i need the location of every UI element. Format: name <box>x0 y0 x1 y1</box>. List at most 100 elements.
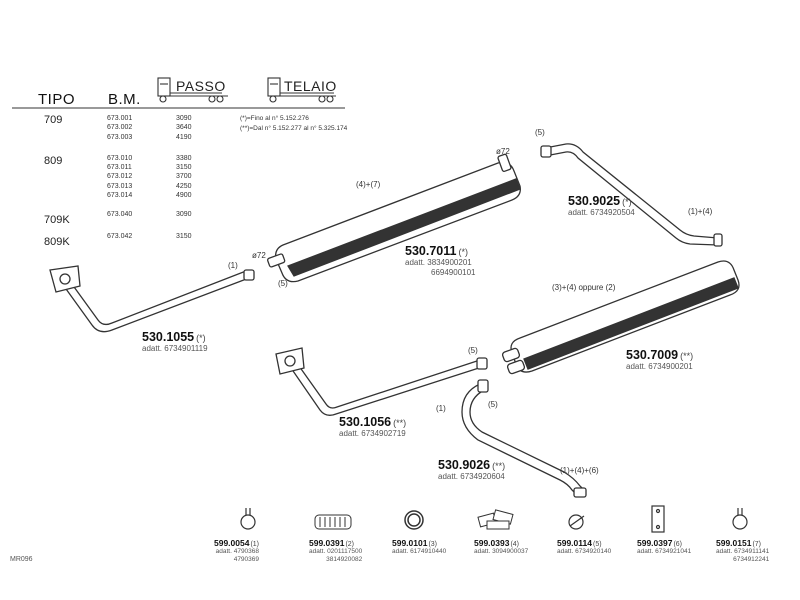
accessory-num: (4) <box>510 541 520 548</box>
accessory-599-0114: 599.0114(5) adatt. 6734920140 <box>557 538 611 556</box>
accessory-num: (6) <box>673 541 683 548</box>
part-adatt: adatt. 6734901119 <box>142 344 208 353</box>
note-line: (**)=Dal n° 5.152.277 al n° 5.325.174 <box>240 125 348 132</box>
part-code: 530.1055 <box>142 330 195 344</box>
part-suffix: (**) <box>680 351 694 361</box>
part-label-530-7009: 530.7009(**) adatt. 6734900201 <box>626 348 693 372</box>
column-header-tipo: TIPO <box>38 91 76 108</box>
table-row: 3150 <box>176 232 192 240</box>
table-row: 673.010 <box>107 154 133 162</box>
ref-7011-dia-top: ø72 <box>496 147 510 156</box>
muffler-530-7009 <box>501 260 740 375</box>
part-code: 530.9026 <box>438 458 491 472</box>
column-header-passo: PASSO <box>176 78 226 94</box>
part-code: 530.1056 <box>339 415 392 429</box>
table-row: 3090 <box>176 115 192 122</box>
table-row: 3700 <box>176 173 192 181</box>
ref-9025-5: (5) <box>535 128 545 137</box>
passo-column: 3090 3640 4190 3380 3150 3700 4250 4900 … <box>176 114 192 241</box>
part-adatt: 6694900101 <box>431 268 476 277</box>
table-row: 673.014 <box>107 192 133 200</box>
part-adatt: adatt. 6734920604 <box>438 472 505 481</box>
part-adatt: adatt. 3834900201 <box>405 258 472 267</box>
accessory-num: (5) <box>592 541 602 548</box>
tipo-809k: 809K <box>44 236 70 248</box>
muffler-530-7011 <box>267 153 521 283</box>
ref-1055-1: (1) <box>228 261 238 270</box>
ref-9026-146: (1)+(4)+(6) <box>560 466 599 475</box>
table-row: 673.013 <box>107 182 133 190</box>
accessory-adatt: 6734912241 <box>733 556 770 563</box>
accessory-adatt: adatt. 6734920140 <box>557 548 612 555</box>
part-label-530-9026: 530.9026(**) adatt. 6734920604 <box>438 458 505 482</box>
accessory-adatt: adatt. 6174910440 <box>392 548 447 555</box>
bracket-icon-599-0114 <box>568 514 585 530</box>
accessory-adatt: adatt. 6734921041 <box>637 548 692 555</box>
accessory-adatt: adatt. 0201117500 <box>309 548 363 555</box>
accessory-num: (1) <box>250 541 260 548</box>
front-pipe-530-1055 <box>49 265 255 333</box>
ref-9026-1: (1) <box>436 404 446 413</box>
ref-7009: (3)+(4) oppure (2) <box>552 283 616 292</box>
part-code: 530.7011 <box>405 244 457 258</box>
tipo-809: 809 <box>44 155 63 167</box>
accessory-code: 599.0054 <box>214 538 250 548</box>
part-label-530-1055: 530.1055(*) adatt. 6734901119 <box>142 330 208 354</box>
accessory-adatt: 3814920082 <box>326 556 363 563</box>
accessory-adatt: adatt. 4790368 <box>215 548 260 555</box>
accessory-code: 599.0151 <box>716 538 752 548</box>
part-adatt: adatt. 6734900201 <box>626 362 693 371</box>
tail-pipe-530-9025 <box>540 143 723 247</box>
bm-column: 673.001 673.002 673.003 673.010 673.011 … <box>107 114 132 241</box>
table-row: 673.042 <box>107 232 133 240</box>
accessory-adatt: 4790369 <box>233 556 260 563</box>
tail-pipe-530-9026 <box>461 379 587 498</box>
accessory-599-0054: 599.0054(1) adatt. 4790368 4790369 <box>214 538 259 564</box>
wrap-icon-599-0391 <box>314 514 352 530</box>
ref-9025-14: (1)+(4) <box>688 207 713 216</box>
accessory-599-0393: 599.0393(4) adatt. 3094900037 <box>474 538 528 556</box>
table-row: 673.040 <box>107 211 133 219</box>
part-suffix: (**) <box>492 461 506 471</box>
table-row: 673.011 <box>107 164 132 172</box>
truck-wheelbase-icon <box>157 77 228 103</box>
note-line: (*)=Fino al n° 5.152.276 <box>240 115 309 122</box>
ref-7011-top: (4)+(7) <box>356 180 381 189</box>
ref-9026-5: (5) <box>488 400 498 409</box>
accessory-code: 599.0397 <box>637 538 673 548</box>
part-code: 530.9025 <box>568 194 621 208</box>
kit-icon-599-0393 <box>477 509 514 530</box>
table-row: 3640 <box>176 124 192 132</box>
accessory-code: 599.0114 <box>557 538 592 548</box>
clamp-icon-599-0054 <box>240 508 256 530</box>
ref-1056-5: (5) <box>468 346 478 355</box>
table-row: 4900 <box>176 192 192 200</box>
ref-7011-dia-left: ø72 <box>252 251 266 260</box>
accessory-599-0151: 599.0151(7) adatt. 6734911141 6734912241 <box>716 538 769 564</box>
accessory-code: 599.0393 <box>474 538 510 548</box>
part-code: 530.7009 <box>626 348 679 362</box>
part-suffix: (*) <box>458 247 468 257</box>
ring-icon-599-0101 <box>404 510 424 530</box>
part-suffix: (*) <box>622 197 632 207</box>
serial-notes: (*)=Fino al n° 5.152.276 (**)=Dal n° 5.1… <box>240 114 347 134</box>
table-row: 673.002 <box>107 124 133 132</box>
truck-chassis-icon <box>267 77 336 103</box>
table-row: 673.012 <box>107 173 133 181</box>
accessory-599-0397: 599.0397(6) adatt. 6734921041 <box>637 538 691 556</box>
clamp-icon-599-0151 <box>732 508 748 530</box>
accessory-code: 599.0101 <box>392 538 428 548</box>
tipo-709k: 709K <box>44 214 70 226</box>
accessory-num: (7) <box>752 541 762 548</box>
accessory-599-0391: 599.0391(2) adatt. 0201117500 3814920082 <box>309 538 362 564</box>
accessory-code: 599.0391 <box>309 538 345 548</box>
table-row: 3380 <box>176 154 192 162</box>
part-label-530-1056: 530.1056(**) adatt. 6734902719 <box>339 415 406 439</box>
table-row: 3150 <box>176 164 192 172</box>
part-label-530-7011: 530.7011(*) adatt. 3834900201 6694900101 <box>405 244 476 278</box>
table-row: 673.003 <box>107 133 133 141</box>
column-header-bm: B.M. <box>108 91 141 108</box>
table-row: 673.001 <box>107 115 133 122</box>
hanger-icon-599-0397 <box>651 505 665 533</box>
